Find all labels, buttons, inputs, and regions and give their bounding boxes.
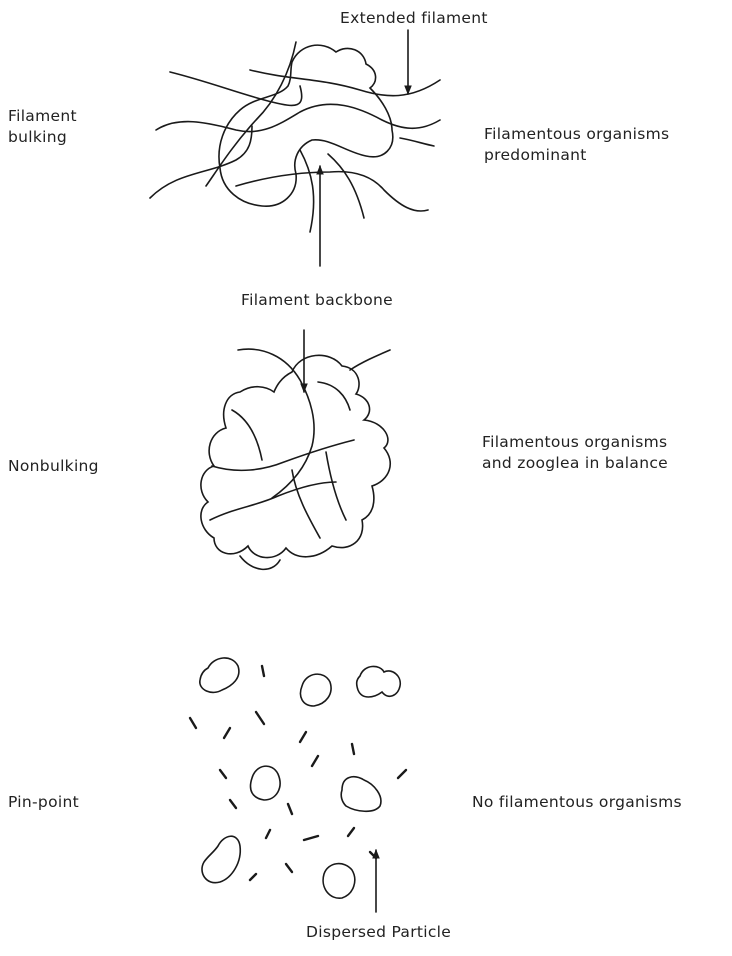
nonbulking-floc bbox=[201, 330, 390, 569]
filament-fragment bbox=[230, 800, 236, 808]
filament-fragment bbox=[190, 718, 196, 728]
filament-strand bbox=[156, 104, 440, 131]
filament-strand bbox=[292, 470, 320, 538]
filament-fragment bbox=[220, 770, 226, 778]
filament-fragment bbox=[312, 756, 318, 766]
filament-fragment bbox=[250, 874, 256, 880]
filament-strand bbox=[150, 126, 252, 198]
filament-fragment bbox=[304, 836, 318, 840]
filament-fragment bbox=[300, 732, 306, 742]
floc-body bbox=[219, 45, 393, 206]
filament-strand bbox=[328, 154, 364, 218]
dispersed-particle bbox=[301, 674, 332, 706]
filament-bulking-floc bbox=[150, 30, 440, 266]
dispersed-particle bbox=[341, 777, 381, 811]
dispersed-particle bbox=[251, 766, 281, 800]
filament-strand bbox=[232, 410, 262, 460]
filament-strand bbox=[318, 382, 350, 410]
filament-strand bbox=[170, 72, 302, 105]
dispersed-particle bbox=[323, 864, 355, 899]
filament-fragment bbox=[348, 828, 354, 836]
filament-strand bbox=[212, 440, 354, 470]
filament-fragment bbox=[370, 852, 376, 858]
filament-strand bbox=[350, 350, 390, 370]
filament-strand bbox=[238, 349, 314, 498]
filament-strand bbox=[400, 138, 434, 146]
pin-point-flocs bbox=[190, 658, 406, 912]
dispersed-particle bbox=[357, 666, 401, 697]
filament-strand bbox=[326, 452, 346, 520]
filament-fragment bbox=[266, 830, 270, 838]
dispersed-particle bbox=[200, 658, 239, 692]
filament-strand bbox=[240, 556, 280, 569]
filament-fragment bbox=[286, 864, 292, 872]
filament-strand bbox=[236, 172, 428, 211]
dispersed-particle bbox=[202, 836, 240, 882]
filament-strand bbox=[210, 482, 336, 520]
filament-fragment bbox=[288, 804, 292, 814]
filament-strand bbox=[300, 150, 314, 232]
filament-fragment bbox=[262, 666, 264, 676]
filament-fragment bbox=[224, 728, 230, 738]
filament-fragment bbox=[256, 712, 264, 724]
floc-body bbox=[201, 355, 390, 557]
filament-fragment bbox=[352, 744, 354, 754]
filament-fragment bbox=[398, 770, 406, 778]
